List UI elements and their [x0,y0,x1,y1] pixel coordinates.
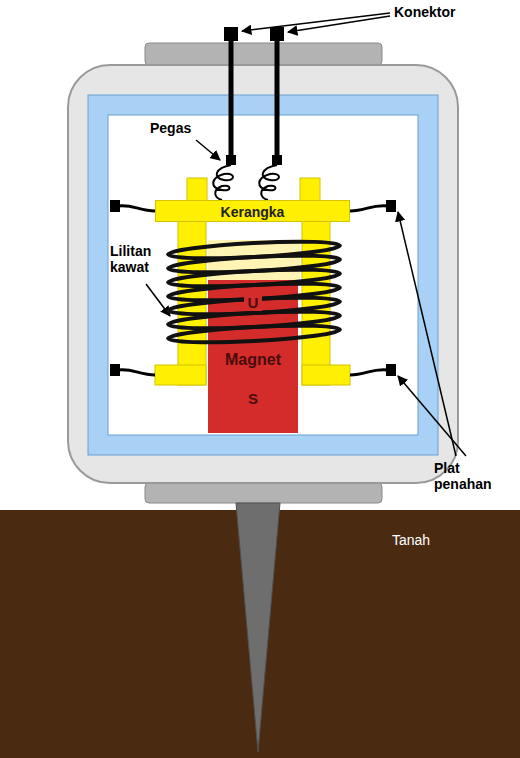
bottom-plate [145,483,382,503]
wire [229,38,234,162]
node-text: Tanah [392,532,520,548]
part-label: Pegas [150,120,220,136]
ground-spike [236,503,280,752]
connector-pin [224,27,238,41]
inner-case [88,95,438,455]
magnet: U MagnetS [208,280,298,433]
spring [213,165,233,200]
wire [275,38,280,162]
node-text: U [244,294,263,311]
frame-bar: Kerangka [155,200,350,222]
housing [68,65,458,483]
coil-winding [168,253,340,276]
wire-end [226,155,236,165]
coil-winding [168,309,340,332]
node-text: S [208,390,298,407]
leader-line [146,13,466,456]
coil-winding [168,295,340,318]
case-interior [108,115,418,435]
part-label: Lilitan kawat [110,243,174,275]
wire-coil [168,239,340,346]
coil-winding [168,281,340,304]
ground: Tanah [0,510,520,758]
part-label: Konektor [394,4,504,20]
spring [259,165,279,200]
wire-end [272,155,282,165]
coil-winding [168,323,340,346]
node-text: Kerangka [156,204,349,220]
coil-core [208,240,300,282]
node-text: Magnet [208,351,298,369]
coil-winding [168,239,340,262]
connector-pin [270,27,284,41]
top-plate [145,43,382,65]
coil-winding [168,267,340,290]
part-label: Plat penahan [434,460,516,492]
